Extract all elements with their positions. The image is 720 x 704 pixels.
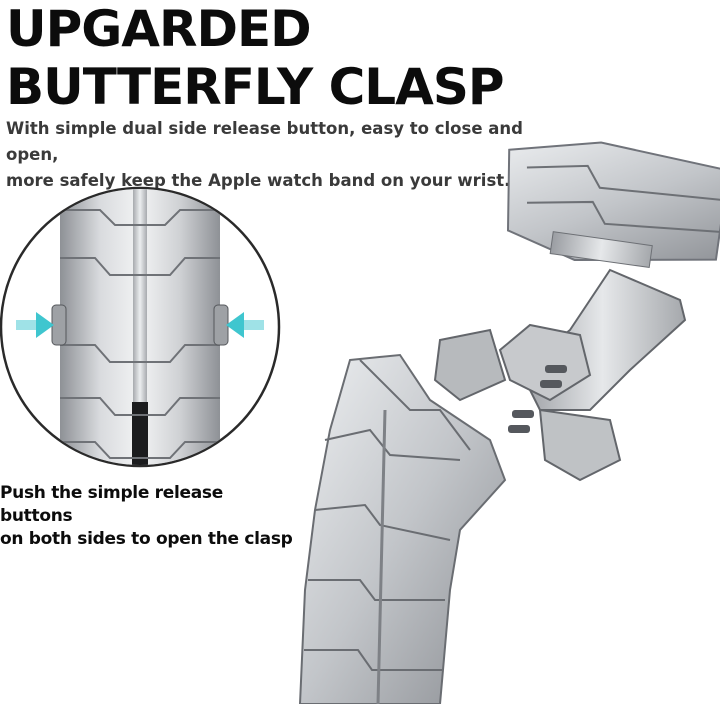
press-arrow-left-icon bbox=[16, 312, 54, 338]
watch-band-clasp-image bbox=[298, 141, 720, 704]
caption-line-2: on both sides to open the clasp bbox=[0, 529, 293, 549]
press-arrow-right-icon bbox=[226, 312, 264, 338]
subtitle-line-1: With simple dual side release button, ea… bbox=[6, 119, 523, 164]
caption: Push the simple release buttons on both … bbox=[0, 482, 300, 551]
caption-line-1: Push the simple release buttons bbox=[0, 483, 223, 526]
headline-line-1: UPGARDED bbox=[6, 0, 312, 58]
subtitle: With simple dual side release button, ea… bbox=[6, 116, 526, 194]
headline-line-2: BUTTERFLY CLASP bbox=[6, 58, 504, 116]
headline: UPGARDED BUTTERFLY CLASP bbox=[6, 0, 504, 116]
subtitle-line-2: more safely keep the Apple watch band on… bbox=[6, 171, 511, 190]
clasp-zoom-detail bbox=[0, 186, 281, 468]
